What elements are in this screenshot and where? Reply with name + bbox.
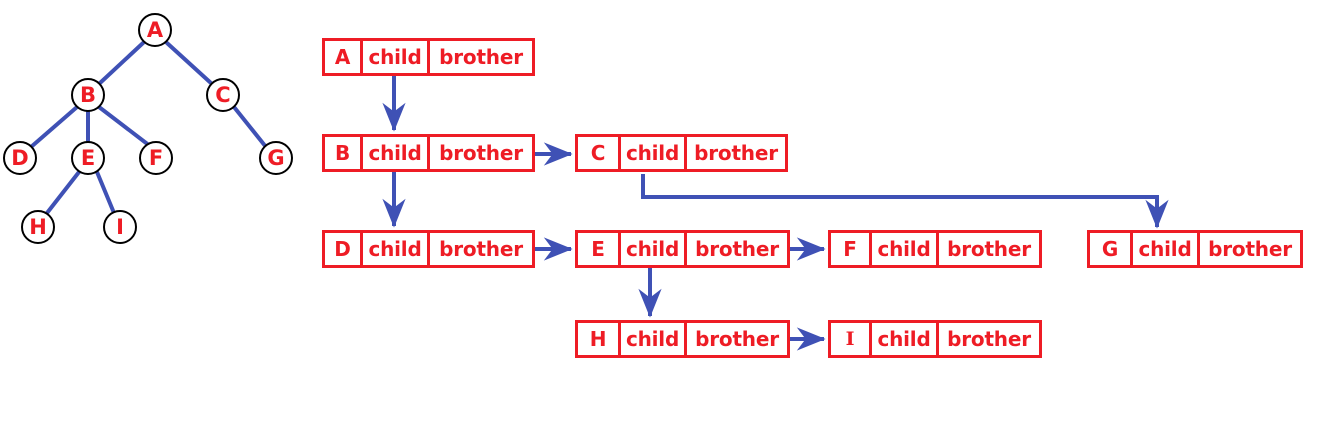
tree-edge-a-b xyxy=(98,41,145,85)
tree-edge-e-i xyxy=(95,170,116,215)
tree-edge-e-h xyxy=(45,170,81,215)
tree-edge-a-c xyxy=(165,41,214,86)
tree-edge-c-g xyxy=(232,105,268,149)
list-arrow-c-child-to-g xyxy=(641,174,1169,229)
tree-edge-b-f xyxy=(97,105,152,148)
tree-edge-b-d xyxy=(29,105,79,149)
